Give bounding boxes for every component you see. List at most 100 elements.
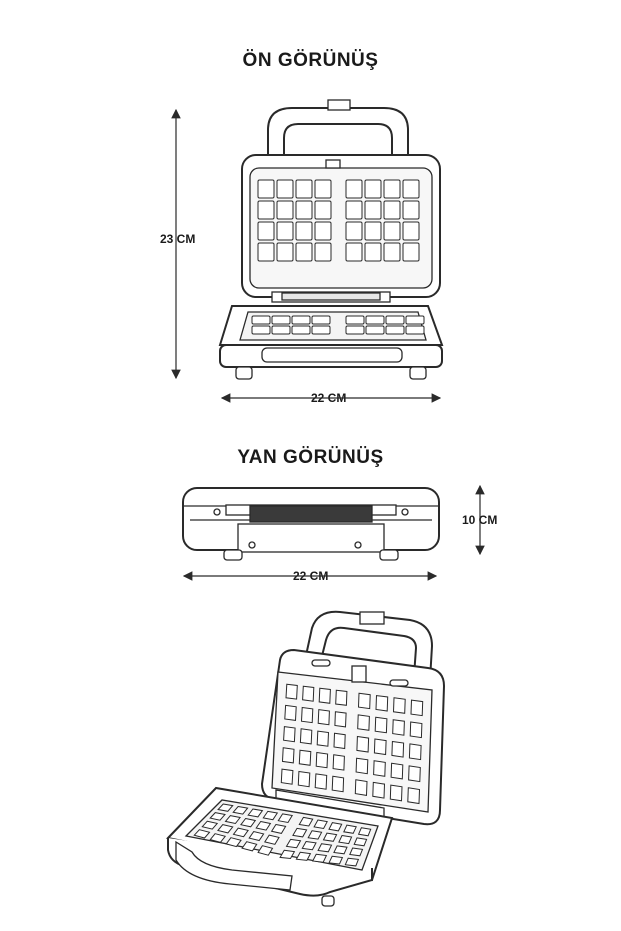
waffle-cell xyxy=(314,242,332,262)
waffle-cell xyxy=(392,719,405,736)
waffle-cell xyxy=(385,315,405,325)
waffle-cell xyxy=(292,827,308,838)
waffle-cell xyxy=(409,721,423,739)
waffle-cell xyxy=(373,760,386,777)
waffle-cell xyxy=(333,732,346,750)
waffle-cell xyxy=(224,815,241,825)
waffle-cell xyxy=(276,242,294,262)
waffle-cell xyxy=(291,325,311,335)
waffle-cell xyxy=(357,692,371,710)
waffle-cell xyxy=(357,714,370,731)
waffle-cell xyxy=(298,816,314,827)
waffle-cell xyxy=(389,784,403,802)
waffle-cell xyxy=(315,751,329,769)
waffle-cell xyxy=(364,179,382,199)
waffle-cell xyxy=(251,325,271,335)
front-view-title: ÖN GÖRÜNÜŞ xyxy=(242,50,379,71)
waffle-cell xyxy=(314,179,332,199)
waffle-cell xyxy=(383,200,401,220)
waffle-cell xyxy=(300,706,314,724)
waffle-cell xyxy=(201,820,219,830)
waffle-cell xyxy=(270,823,287,834)
waffle-cell xyxy=(392,697,406,714)
waffle-cell xyxy=(209,833,227,843)
side-view-title: YAN GÖRÜNÜŞ xyxy=(237,447,384,468)
waffle-cell xyxy=(364,242,382,262)
waffle-cell xyxy=(276,200,294,220)
waffle-cell xyxy=(356,735,370,753)
waffle-cell xyxy=(402,179,420,199)
waffle-cell xyxy=(383,221,401,241)
waffle-cell xyxy=(364,200,382,220)
waffle-cell xyxy=(257,221,275,241)
waffle-cell xyxy=(345,325,365,335)
waffle-cell xyxy=(364,221,382,241)
waffle-cell xyxy=(345,221,363,241)
waffle-cell xyxy=(405,325,425,335)
waffle-cell xyxy=(408,743,422,761)
waffle-cell xyxy=(301,840,317,851)
perspective-upper-waffle-grid xyxy=(280,683,424,805)
side-view-drawing xyxy=(182,484,485,581)
waffle-cell xyxy=(345,242,363,262)
waffle-cell xyxy=(295,242,313,262)
waffle-cell xyxy=(372,781,386,799)
waffle-cell xyxy=(375,695,389,712)
waffle-cell xyxy=(365,315,385,325)
waffle-cell xyxy=(280,768,294,785)
waffle-cell xyxy=(295,851,312,861)
waffle-cell xyxy=(257,200,275,220)
waffle-cell xyxy=(276,221,294,241)
waffle-cell xyxy=(345,179,363,199)
waffle-cell xyxy=(355,757,369,775)
waffle-cell xyxy=(277,813,294,824)
waffle-cell xyxy=(311,853,328,863)
waffle-cell xyxy=(373,738,387,756)
waffle-cell xyxy=(257,179,275,199)
waffle-cell xyxy=(410,699,424,717)
waffle-cell xyxy=(390,762,404,780)
waffle-cell xyxy=(295,200,313,220)
waffle-cell xyxy=(318,687,331,704)
waffle-cell xyxy=(311,315,331,325)
waffle-cell xyxy=(335,689,348,706)
waffle-cell xyxy=(262,810,279,821)
waffle-cell xyxy=(297,770,311,788)
waffle-cell xyxy=(257,845,274,856)
waffle-cell xyxy=(345,315,365,325)
waffle-cell xyxy=(402,200,420,220)
waffle-cell xyxy=(383,179,401,199)
waffle-cell xyxy=(302,685,315,702)
waffle-cell xyxy=(311,325,331,335)
waffle-cell xyxy=(283,726,296,743)
waffle-cell xyxy=(328,822,343,832)
waffle-cell xyxy=(225,837,242,848)
waffle-cell xyxy=(316,730,330,747)
waffle-cell xyxy=(285,838,302,849)
waffle-cell xyxy=(257,242,275,262)
waffle-cell xyxy=(331,775,345,793)
waffle-cell xyxy=(248,831,265,842)
waffle-cell xyxy=(217,824,234,834)
waffle-cell xyxy=(345,200,363,220)
waffle-cell xyxy=(263,834,280,845)
waffle-cell xyxy=(333,845,348,855)
waffle-cell xyxy=(284,704,297,721)
waffle-cell xyxy=(383,242,401,262)
waffle-cell xyxy=(365,325,385,335)
waffle-cell xyxy=(241,841,258,852)
waffle-cell xyxy=(408,765,421,783)
waffle-cell xyxy=(405,315,425,325)
waffle-cell xyxy=(328,855,344,865)
waffle-cell xyxy=(281,747,295,764)
waffle-cell xyxy=(357,827,372,837)
waffle-cell xyxy=(334,711,347,728)
waffle-cell xyxy=(385,325,405,335)
waffle-cell xyxy=(240,817,257,828)
waffle-cell xyxy=(247,808,264,818)
waffle-cell xyxy=(338,834,353,845)
waffle-cell xyxy=(402,221,420,241)
waffle-cell xyxy=(276,179,294,199)
waffle-cell xyxy=(317,843,333,853)
